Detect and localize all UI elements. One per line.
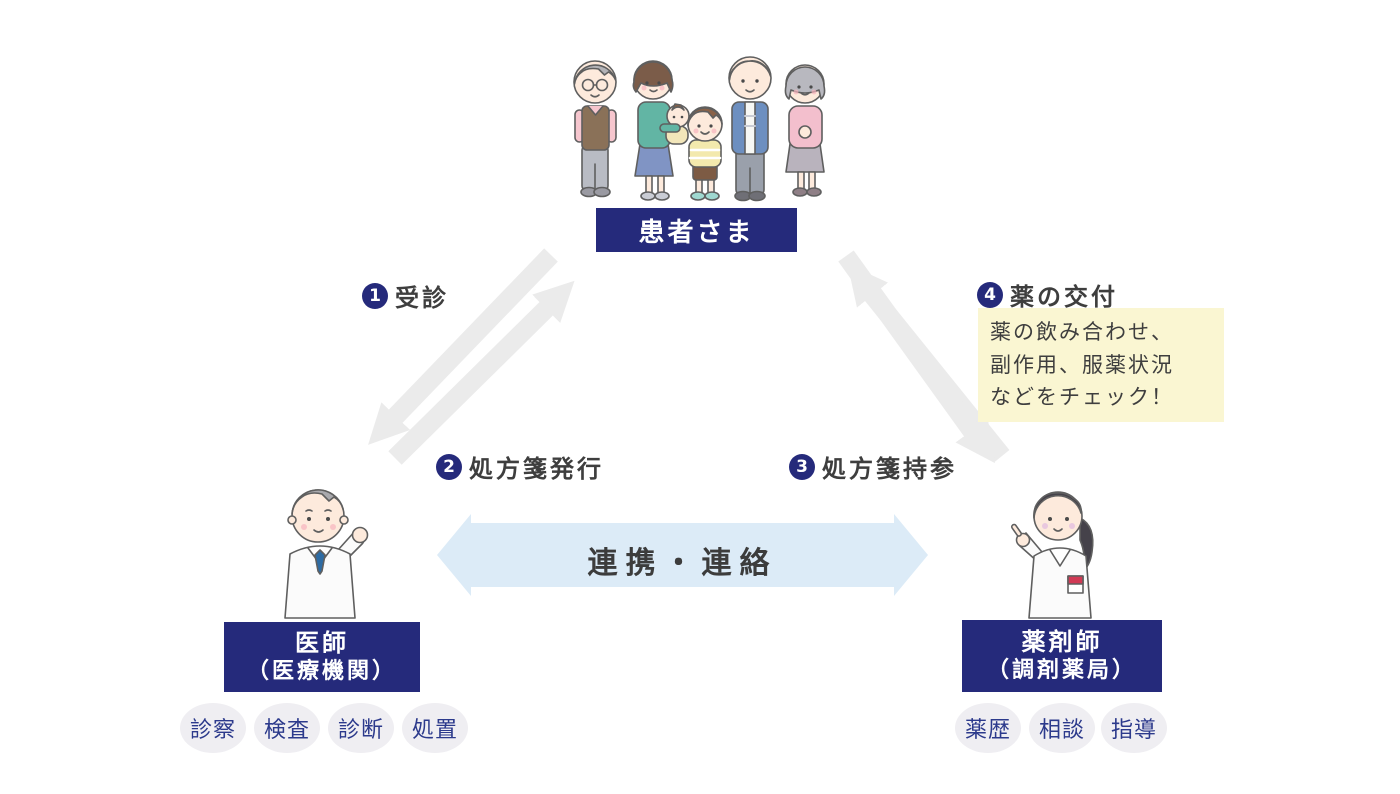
note-line: 薬の飲み合わせ、 [990,320,1174,345]
pharmacist-subtitle: （調剤薬局） [986,658,1137,684]
step-4-label: 薬の交付 [1010,283,1118,311]
doctor-tag-testing: 検査 [254,703,320,753]
step-1-label: 受診 [395,284,449,312]
grandmother-figure [784,64,826,197]
patient-label: 患者さま [638,217,755,248]
step-medicine-delivery: 4 薬の交付 [977,277,1118,312]
patient-banner: 患者さま [596,208,797,252]
pharmacist-figure [1010,491,1094,619]
family-illustration [573,56,826,202]
grandfather-figure [573,60,617,198]
doctor-title: 医師 [295,629,349,658]
pharmacist-banner: 薬剤師 （調剤薬局） [962,620,1162,692]
step-3-number-badge: 3 [789,453,815,480]
step-prescription-issue: 2 処方箋発行 [436,449,604,484]
mother-and-baby-figure [632,60,690,201]
step-3-label: 処方箋持参 [822,455,957,483]
boy-figure [687,106,723,201]
step-prescription-bring: 3 処方箋持参 [789,449,957,484]
doctor-subtitle: （医療機関） [246,659,397,685]
doctor-illustration [284,489,369,619]
arrow-prescription-bring [838,250,995,464]
step-1-number-badge: 1 [362,282,388,309]
step-2-number-badge: 2 [436,453,462,480]
arrow-visit [388,280,575,465]
note-line: 副作用、服薬状況 [990,352,1174,377]
note-line: などをチェック！ [990,385,1174,410]
pharmacist-check-note: 薬の飲み合わせ、 副作用、服薬状況 などをチェック！ [978,308,1224,422]
doctor-tag-treatment: 処置 [402,703,468,753]
pharmacist-tag-guidance: 指導 [1101,703,1167,753]
pharmacist-tag-consultation: 相談 [1029,703,1095,753]
doctor-banner: 医師 （医療機関） [224,622,420,692]
pharmacist-illustration [1010,491,1094,619]
doctor-figure [284,489,369,619]
doctor-tag-examination: 診察 [180,703,246,753]
collaboration-arrow [437,514,928,596]
pharmacist-tag-medication-history: 薬歴 [955,703,1021,753]
father-figure [728,56,772,202]
doctor-tag-diagnosis: 診断 [328,703,394,753]
step-2-label: 処方箋発行 [469,455,604,483]
step-4-number-badge: 4 [977,281,1003,308]
collaboration-label: 連携・連絡 [587,546,778,581]
step-visit: 1 受診 [362,278,449,313]
pharmacist-title: 薬剤師 [1021,628,1103,657]
arrow-prescription-issue [368,248,558,445]
